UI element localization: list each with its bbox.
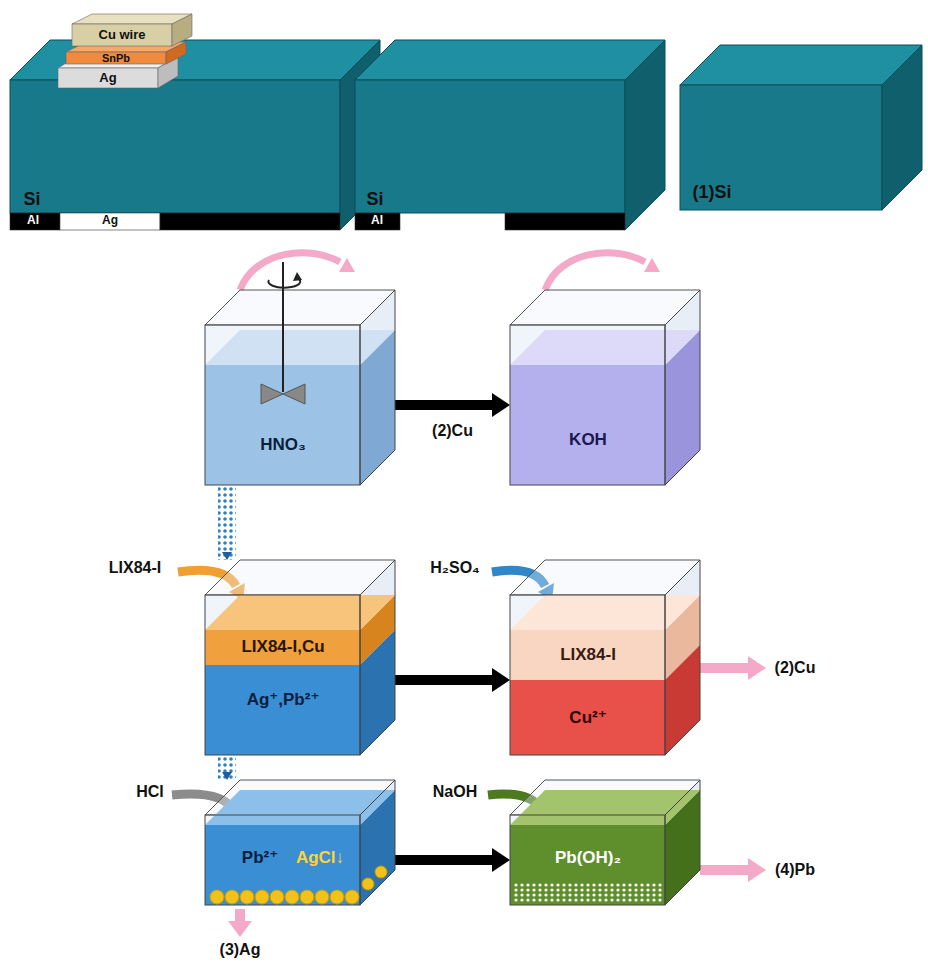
pipe-connector [218,755,236,780]
tank-drawing [205,560,395,755]
part-label: Ag [99,71,116,85]
node-label: Pb²⁺ [242,849,278,868]
process-tank: LIX84-I Cu²⁺ [510,560,700,755]
part-label: Ag [102,214,118,227]
reagent-label: LIX84-I [109,559,161,577]
product-label: (3)Ag [220,941,261,959]
reagent-label: HCl [136,783,164,801]
vent-arrow [240,253,660,290]
node-label: LIX84-I [560,646,616,665]
block-drawing [355,40,665,230]
product-label: (4)Pb [775,861,815,879]
flow-arrow [395,848,510,872]
part-label: SnPb [102,52,130,64]
node-label: Si [366,190,383,210]
node-label: LIX84-I,Cu [241,638,324,657]
silicon-block: Si [10,40,380,230]
tank-drawing [205,290,395,485]
reagent-label: NaOH [433,783,477,801]
tank-drawing [510,290,700,485]
node-label: Cu²⁺ [569,709,606,728]
edge-label: (2)Cu [432,422,473,440]
reagent-arrow [172,570,554,824]
node-label: Ag⁺,Pb²⁺ [247,691,320,710]
process-tank: Pb²⁺ AgCl↓ [205,780,395,905]
node-label: AgCl↓ [296,849,344,868]
tank-drawing [510,780,700,905]
node-label: (1)Si [692,183,731,203]
part-label: Cu wire [99,28,146,42]
node-label: Si [23,190,40,210]
reagent-label: H₂SO₄ [430,559,479,577]
flow-arrow [395,668,510,692]
part-label: Al [27,214,39,227]
process-tank: LIX84-I,CuAg⁺,Pb²⁺ [205,560,395,755]
node-label: Pb(OH)₂ [555,849,621,868]
node-label: KOH [569,431,607,450]
pipe-connector [218,485,236,560]
node-label: HNO₃ [260,436,306,455]
process-tank: Pb(OH)₂ [510,780,700,905]
flow-arrow [395,393,510,417]
process-tank: KOH [510,290,700,485]
process-tank: HNO₃ [205,290,395,485]
tank-drawing [205,780,395,905]
block-drawing [10,40,380,230]
part-label: Al [371,214,383,227]
silicon-block: (1)Si [680,45,922,210]
product-label: (2)Cu [775,659,816,677]
silicon-block: Si [355,40,665,230]
